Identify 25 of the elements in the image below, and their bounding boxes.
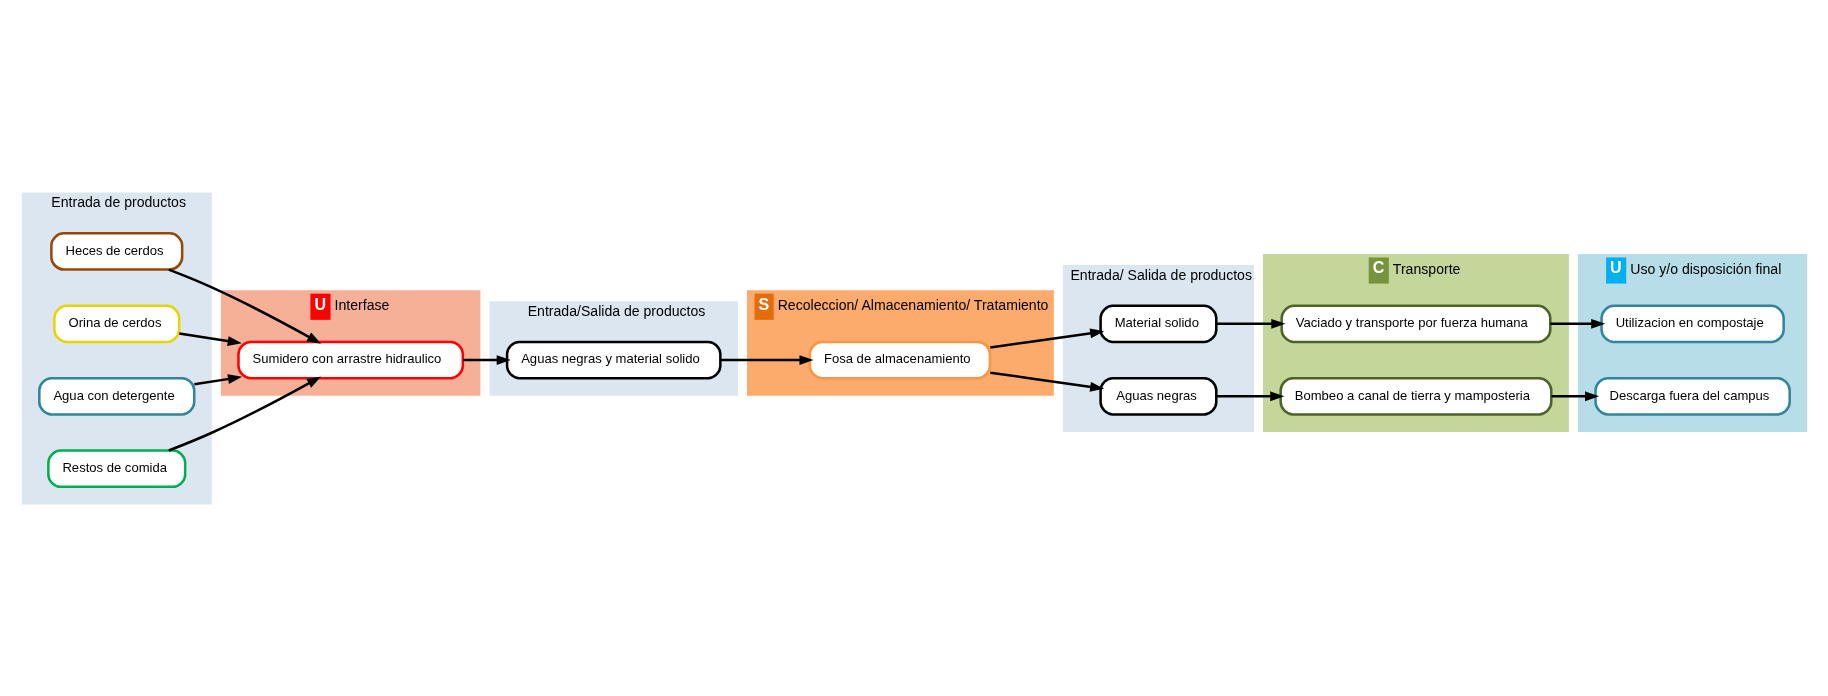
arrow: [462, 354, 511, 365]
arrow: [193, 373, 242, 386]
node-box: Fosa de almacenamiento: [808, 340, 991, 379]
node-box: Vaciado y transporte por fuerza humana: [1279, 304, 1552, 343]
arrow: [1549, 318, 1605, 329]
node-box: Utilizacion en compostaje: [1599, 304, 1785, 343]
arrow: [178, 331, 242, 346]
node-box: Orina de cerdos: [52, 304, 180, 343]
node-box: Aguas negras: [1098, 376, 1218, 416]
node-box: Sumidero con arrastre hidraulico: [236, 340, 464, 379]
arrow: [167, 375, 321, 452]
arrow: [989, 370, 1104, 392]
node-box: Bombeo a canal de tierra y mamposteria: [1278, 376, 1553, 416]
arrow: [1216, 390, 1284, 401]
node-box: Material solido: [1098, 304, 1218, 343]
node-box: Descarga fuera del campus: [1593, 376, 1791, 416]
arrow: [1216, 318, 1285, 329]
arrow: [167, 268, 321, 344]
arrow: [1551, 390, 1599, 401]
node-box: Heces de cerdos: [49, 231, 183, 271]
node-box: Restos de comida: [46, 448, 186, 488]
node-box: Agua con detergente: [37, 376, 195, 416]
node-box: Aguas negras y material solido: [505, 340, 722, 379]
arrow: [720, 354, 814, 365]
arrow: [989, 327, 1104, 349]
